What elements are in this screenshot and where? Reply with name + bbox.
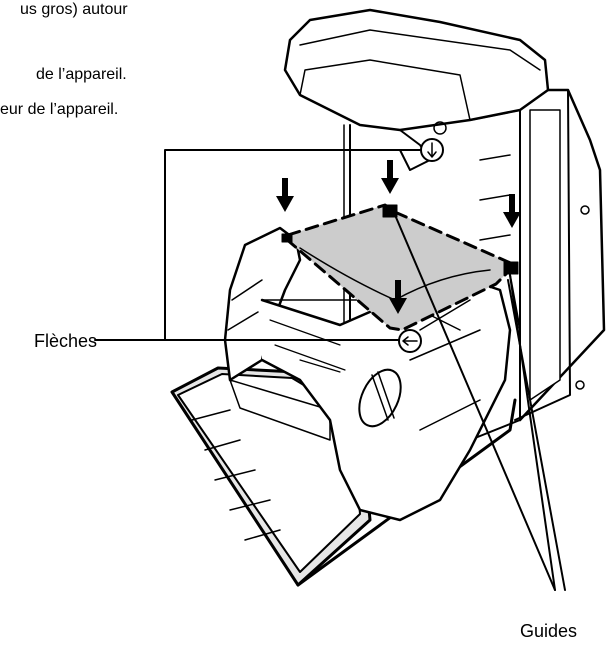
down-arrow-icon — [503, 194, 521, 228]
down-arrows — [276, 160, 521, 314]
printer-right-housing — [469, 88, 606, 441]
printer-base-tray — [170, 366, 517, 587]
instruction-line-1: us gros) autour — [20, 1, 128, 18]
down-arrow-icon — [381, 160, 399, 194]
ribbon-guides — [281, 204, 519, 275]
guides-callout-lines — [394, 214, 566, 591]
guides-callout-label: Guides — [520, 621, 578, 641]
instruction-line-3: eur de l’appareil. — [0, 101, 119, 118]
arrows-callout-label: Flèches — [34, 331, 98, 351]
arrows-callout-lines — [94, 149, 421, 341]
down-arrow-icon — [276, 178, 294, 212]
instruction-line-2: de l’appareil. — [36, 66, 127, 83]
down-arrow-icon — [389, 280, 407, 314]
